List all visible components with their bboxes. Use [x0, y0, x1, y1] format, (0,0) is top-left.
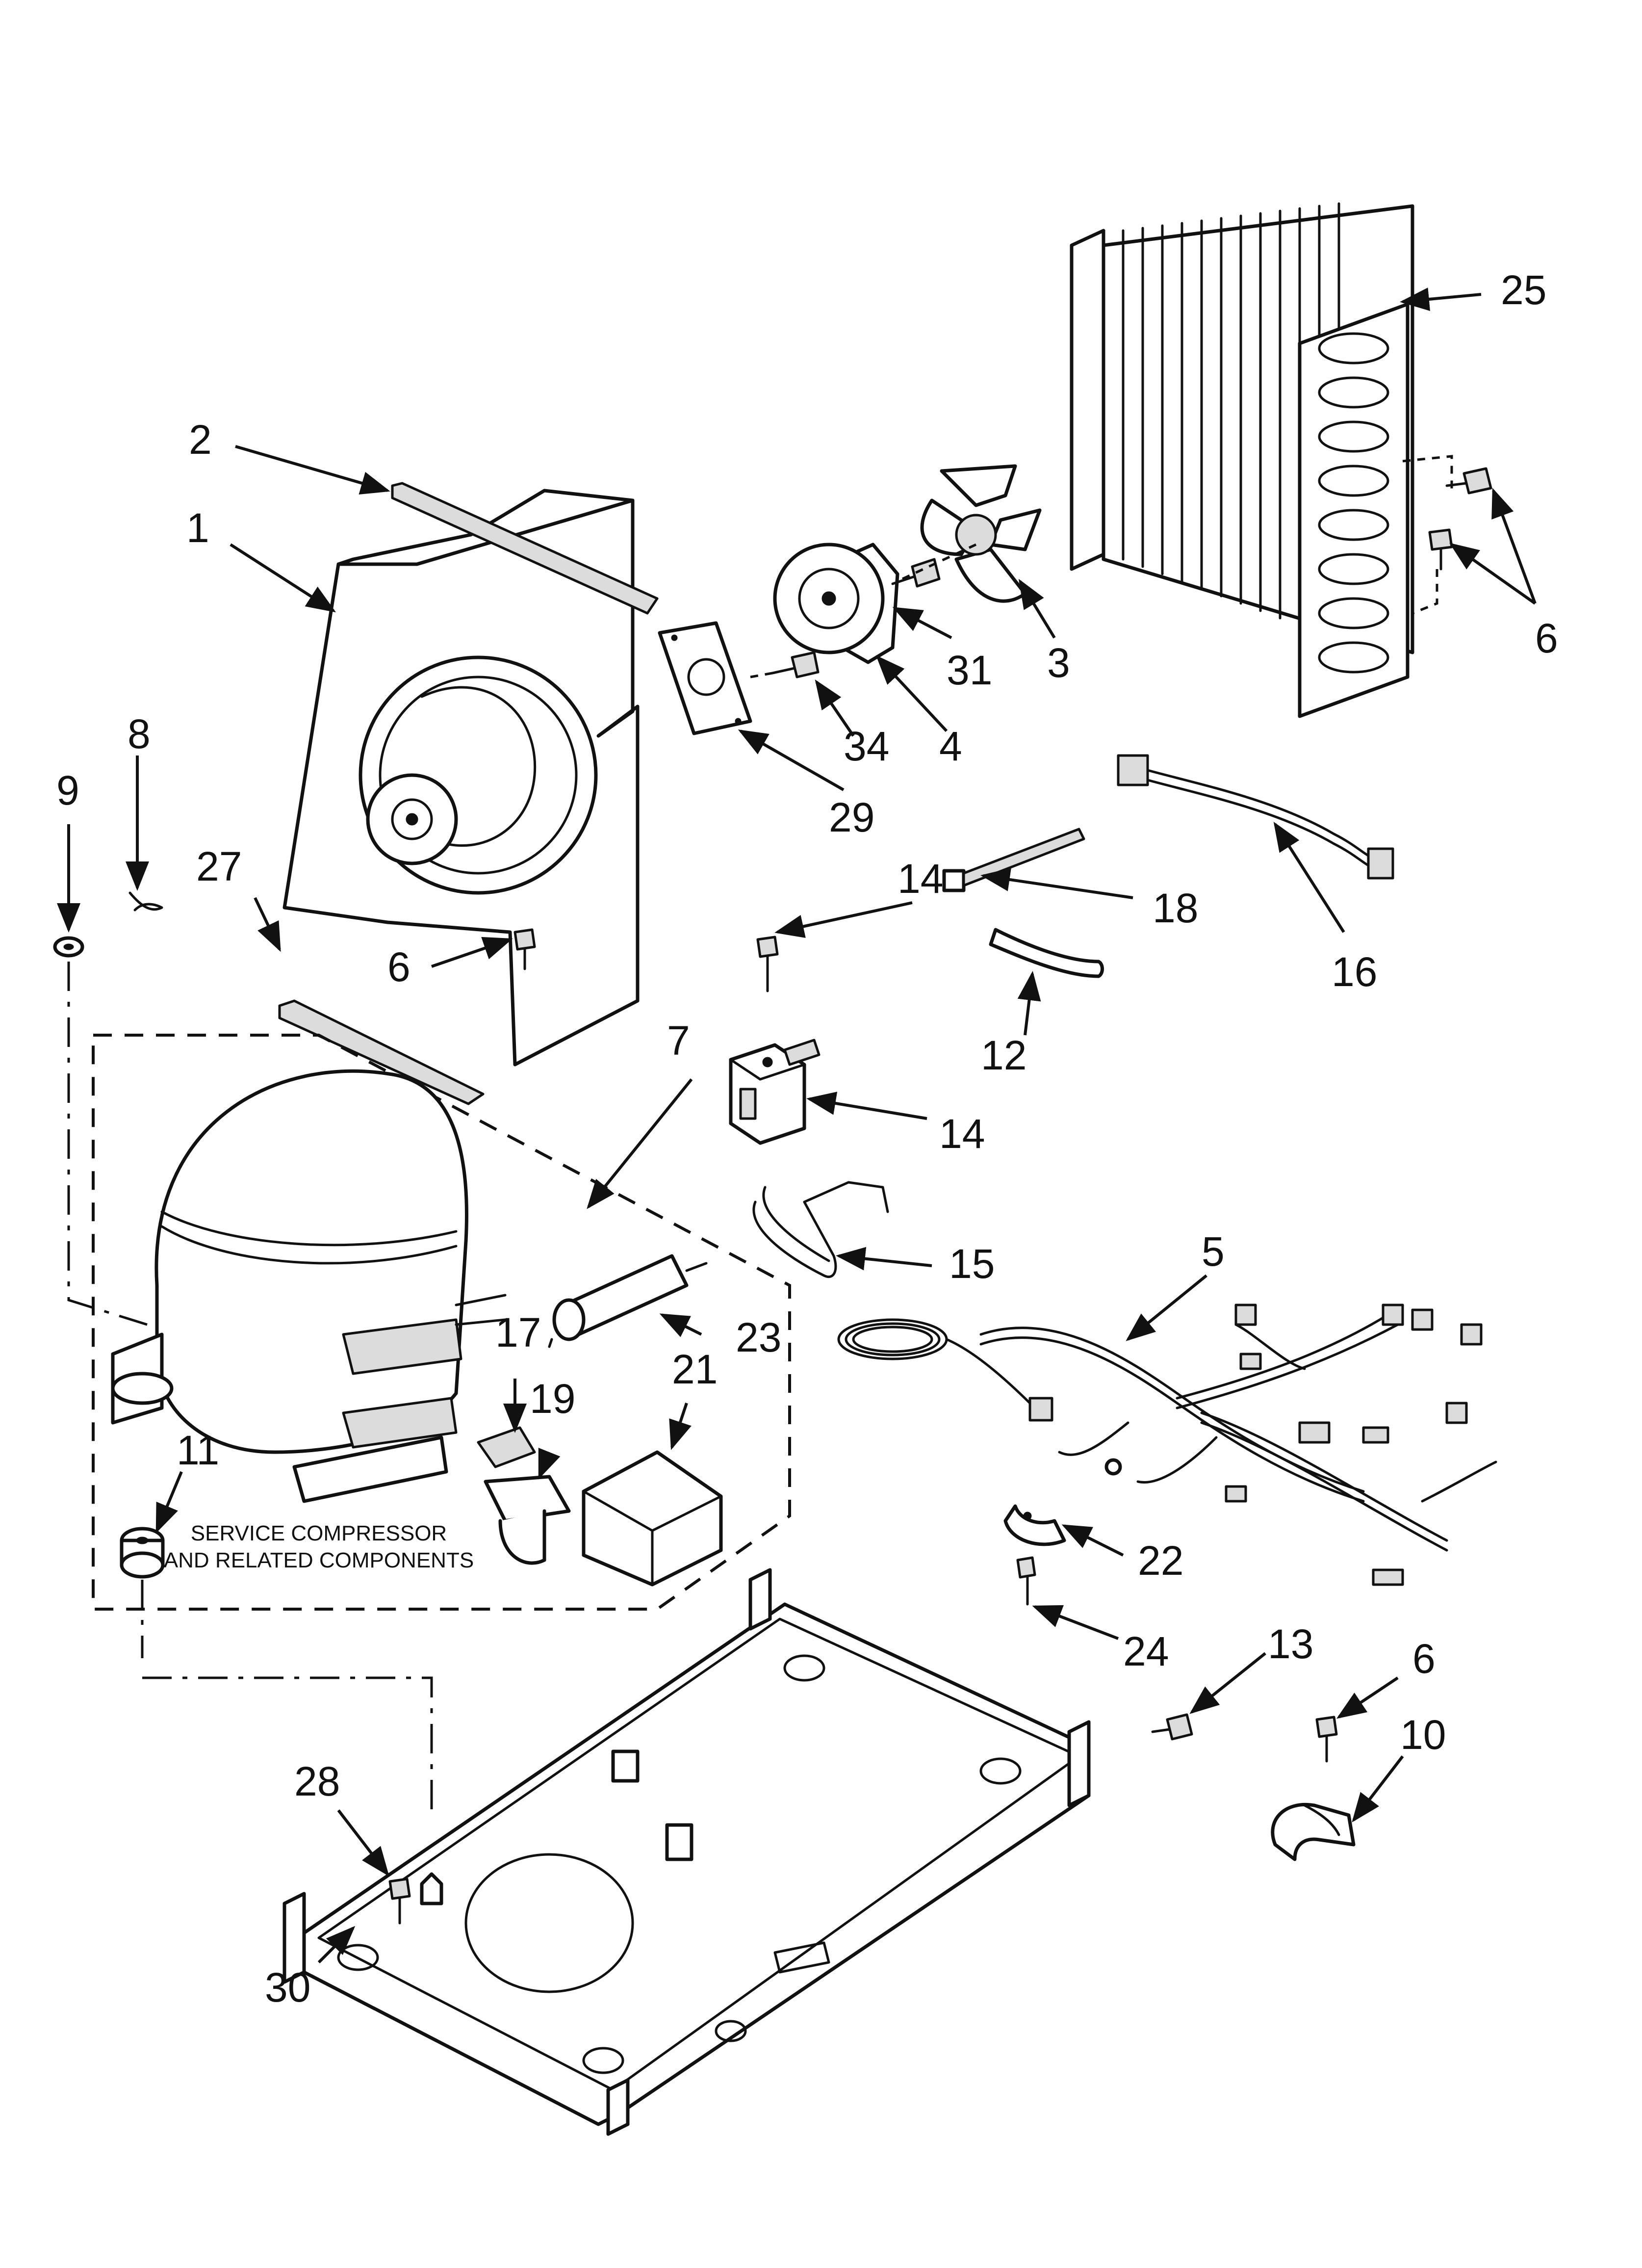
callout-7: 7: [667, 1017, 690, 1064]
callout-19: 18: [1153, 885, 1198, 931]
condenser: [1070, 202, 1414, 718]
fan-motor: [773, 543, 899, 664]
callout-15: 14: [939, 1111, 985, 1157]
valve-tube: [752, 1181, 889, 1278]
base-screw-13: [1151, 1713, 1193, 1741]
callout-3: 3: [1047, 640, 1070, 686]
motor-mount-plate: [658, 621, 752, 735]
mounting-phantom-line: [67, 962, 433, 1815]
callout-22: 22: [1138, 1538, 1183, 1584]
screw-6c: [1315, 1716, 1338, 1763]
relay-cover: [477, 1426, 536, 1468]
callout-23: 23: [736, 1314, 781, 1360]
base-screw-28: [388, 1877, 411, 1925]
callout-20: 19: [530, 1376, 575, 1422]
leader-lines: [57, 287, 1537, 1964]
callout-16: 15: [949, 1241, 995, 1287]
mount-screw-34: [771, 651, 820, 678]
base-pan: [282, 1568, 1091, 2136]
callout-28: 28: [294, 1758, 340, 1804]
main-wire-harness: [837, 1303, 1497, 1586]
callout-6c: 6: [1412, 1636, 1436, 1682]
callout-4: 4: [939, 723, 962, 769]
clip: [128, 891, 163, 912]
callout-12: 12: [981, 1032, 1026, 1078]
callout-17: 16: [1332, 949, 1377, 995]
callout-11: 11: [177, 1427, 219, 1473]
service-compressor-box: [92, 1034, 791, 1611]
callout-14: 14: [898, 856, 943, 902]
wire-harness-short: [1117, 754, 1394, 880]
service-note-line1: SERVICE COMPRESSOR: [191, 1521, 447, 1545]
shroud-strip: [278, 999, 485, 1105]
start-relay: [484, 1475, 571, 1565]
callout-6b: 6: [387, 944, 410, 990]
callout-25: 24: [1123, 1628, 1169, 1674]
solenoid-valve: [729, 1039, 821, 1145]
callout-18: 17: [495, 1309, 541, 1356]
callout-21: 21: [672, 1346, 718, 1392]
tube: [989, 928, 1104, 978]
washer: [53, 936, 84, 958]
callout-34: 34: [844, 723, 889, 769]
overload-protector: [582, 1450, 723, 1587]
callout-10: 10: [1400, 1712, 1446, 1758]
tube-clamp-10: [1271, 1803, 1356, 1861]
callout-27: 27: [196, 843, 242, 889]
solenoid-screw: [756, 936, 779, 992]
callout-2: 2: [189, 417, 212, 463]
condenser-screw-upper: [1445, 467, 1492, 495]
wire-clamp: [1003, 1504, 1066, 1546]
callout-9: 9: [56, 767, 79, 813]
callout-24: 25: [1501, 267, 1546, 313]
mount-screw-phantom: [750, 672, 773, 678]
filter-drier: [548, 1254, 708, 1348]
shroud-gasket: [391, 482, 659, 615]
callout-30: 30: [265, 1964, 310, 2010]
callout-29: 29: [829, 794, 874, 840]
callout-1: 1: [186, 505, 209, 551]
compressor: [111, 1069, 507, 1503]
condenser-screw-lower: [1428, 528, 1453, 571]
condenser-screw-phantom-line: [1402, 455, 1453, 615]
callout-8: 8: [128, 711, 151, 757]
callout-13: 13: [1268, 1621, 1313, 1667]
callout-6a: 6: [1535, 615, 1558, 661]
compressor-grommet: [120, 1527, 165, 1579]
service-note-line2: AND RELATED COMPONENTS: [164, 1548, 474, 1572]
fan-blade: [920, 464, 1042, 603]
callout-5: 5: [1202, 1228, 1225, 1275]
clamp-screw: [1016, 1556, 1036, 1606]
callout-31: 31: [947, 647, 992, 693]
shroud-screw: [513, 928, 536, 970]
